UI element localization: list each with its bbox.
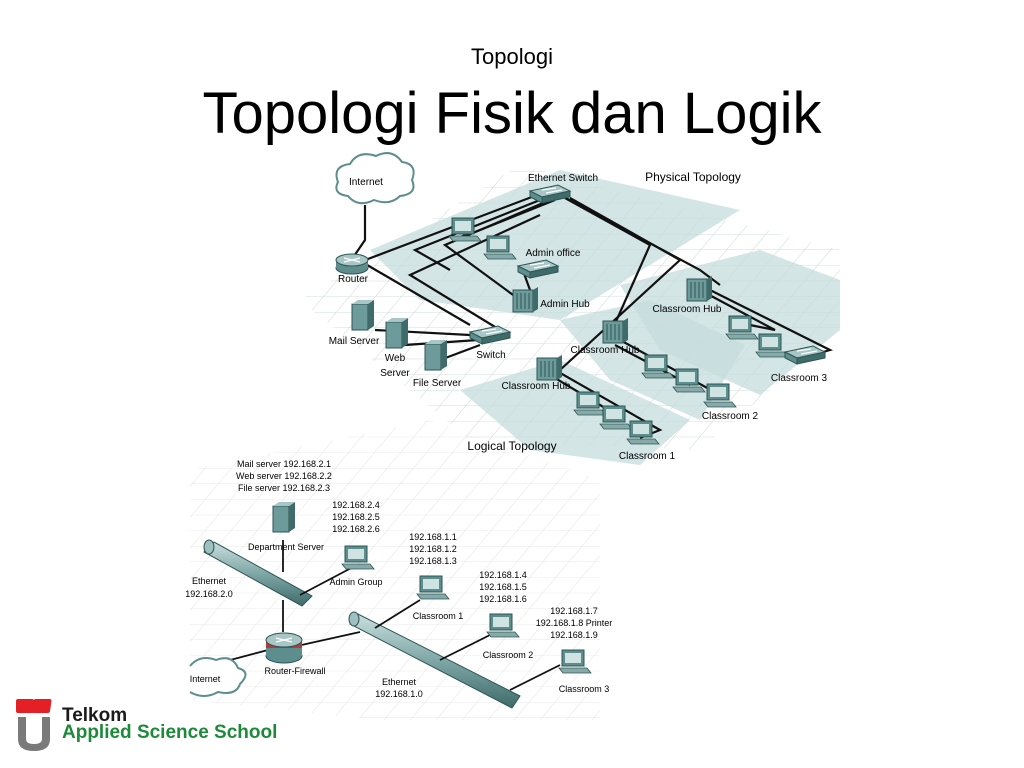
- classroom1-ip: 192.168.1.1: [409, 532, 457, 542]
- router-icon: [335, 253, 369, 275]
- classroom2-ip: 192.168.1.5: [479, 582, 527, 592]
- ethernet-1-label: 192.168.1.0: [375, 689, 423, 699]
- logo-tagline: Applied Science School: [62, 722, 278, 743]
- router-firewall-icon: [265, 632, 303, 664]
- file-server-icon: [424, 339, 448, 371]
- admin-group-label: Admin Group: [329, 577, 382, 587]
- admin-hub-icon: [512, 286, 539, 313]
- admin-office-label: Admin office: [526, 248, 581, 259]
- classroom1-label: Classroom 1: [619, 451, 676, 462]
- server-ip: File server 192.168.2.3: [238, 483, 330, 493]
- internet-label: Internet: [349, 177, 383, 188]
- classroom1-ip: 192.168.1.2: [409, 544, 457, 554]
- classroom2-hub-icon: [602, 317, 629, 344]
- classroom2-label: Classroom 2: [702, 411, 759, 422]
- classroom3-hub-label: Classroom Hub: [653, 304, 722, 315]
- logo-name: Telkom: [62, 705, 128, 726]
- mail-server-label: Mail Server: [329, 336, 380, 347]
- classroom3-ip: 192.168.1.9: [550, 630, 598, 640]
- classroom3-label: Classroom 3: [559, 684, 610, 694]
- physical-cables: [349, 190, 834, 440]
- internet-cloud-icon: [189, 657, 247, 697]
- ethernet-1-backbone: [348, 611, 521, 709]
- telkom-logo-icon: [16, 699, 52, 751]
- classroom1-hub-label: Classroom Hub: [502, 381, 571, 392]
- slide-subtitle: Topologi: [471, 44, 553, 69]
- classroom2-label: Classroom 2: [483, 650, 534, 660]
- ethernet-switch-label: Ethernet Switch: [528, 173, 598, 184]
- classroom2-ip: 192.168.1.4: [479, 570, 527, 580]
- classroom1-label: Classroom 1: [413, 611, 464, 621]
- classroom3-ip: 192.168.1.7: [550, 606, 598, 616]
- internet-label: Internet: [190, 674, 221, 684]
- router-firewall-label: Router-Firewall: [264, 666, 325, 676]
- server-ip: Mail server 192.168.2.1: [237, 459, 331, 469]
- classroom3-hub-icon: [686, 275, 713, 302]
- classroom1-ip: 192.168.1.3: [409, 556, 457, 566]
- web-server-icon: [385, 317, 409, 349]
- ethernet-2-label: Ethernet: [192, 576, 227, 586]
- web-server-label: Server: [380, 368, 410, 379]
- classroom2-hub-label: Classroom Hub: [571, 345, 640, 356]
- department-server-label: Department Server: [248, 542, 324, 552]
- ethernet-2-backbone: [203, 539, 313, 607]
- classroom1-hub-icon: [536, 354, 563, 381]
- admin-ip: 192.168.2.4: [332, 500, 380, 510]
- file-server-label: File Server: [413, 378, 462, 389]
- router-label: Router: [338, 274, 369, 285]
- classroom3-label: Classroom 3: [771, 373, 828, 384]
- ethernet-1-label: Ethernet: [382, 677, 417, 687]
- server-ip: Web server 192.168.2.2: [236, 471, 332, 481]
- switch-label: Switch: [476, 350, 505, 361]
- admin-hub-label: Admin Hub: [540, 299, 590, 310]
- admin-ip: 192.168.2.5: [332, 512, 380, 522]
- admin-ip: 192.168.2.6: [332, 524, 380, 534]
- physical-topology-heading: Physical Topology: [645, 170, 741, 184]
- slide-title: Topologi Fisik dan Logik: [202, 81, 822, 146]
- classroom2-ip: 192.168.1.6: [479, 594, 527, 604]
- internet-cloud-icon: [335, 152, 415, 205]
- classroom3-ip: 192.168.1.8 Printer: [536, 618, 613, 628]
- ethernet-2-label: 192.168.2.0: [185, 589, 233, 599]
- department-server-icon: [272, 501, 296, 533]
- logical-topology-heading: Logical Topology: [467, 439, 556, 453]
- mail-server-icon: [351, 299, 375, 331]
- web-server-label: Web: [385, 353, 406, 364]
